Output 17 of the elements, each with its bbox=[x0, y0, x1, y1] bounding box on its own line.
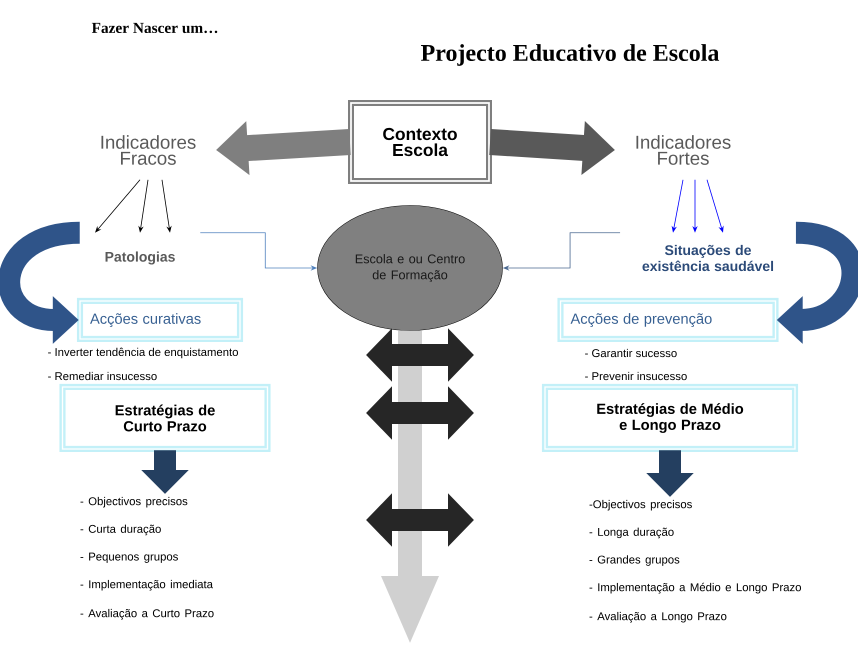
title: Projecto Educativo de Escola bbox=[421, 44, 720, 66]
context-box: Contexto Escola bbox=[348, 100, 492, 184]
strategy-box: Estratégias de Curto Prazo bbox=[59, 384, 271, 452]
category-text: Patologias bbox=[106, 251, 175, 265]
note-text: - Garantir sucesso bbox=[585, 348, 677, 358]
bullet-list: -Objectivos precisos - Longa duração - Grandes grupos - Implementação a Médio e Longo Prazo - Avaliação a Longo Prazo bbox=[590, 500, 801, 623]
strategy-box: Estratégias de Médio e Longo Prazo bbox=[542, 384, 798, 452]
note-text: - Prevenir insucesso bbox=[585, 372, 687, 380]
heading: Fazer Nascer um… bbox=[92, 22, 218, 34]
indicator-heading: Indicadores Fortes bbox=[636, 135, 731, 165]
note-text: - Remediar insucesso bbox=[48, 372, 157, 380]
action-box: Acções curativas bbox=[76, 298, 244, 342]
note-text: - Inverter tendência de enquistamento bbox=[48, 348, 238, 358]
indicator-heading: Indicadores Fracos bbox=[101, 135, 196, 165]
category-text: Situações de existência saudável bbox=[642, 244, 774, 272]
action-box: Acções de prevenção bbox=[557, 298, 779, 342]
bullet-list: - Objectivos precisos - Curta duração - Pequenos grupos - Implementação imediata - Avaliação a Curto Prazo bbox=[80, 496, 214, 620]
